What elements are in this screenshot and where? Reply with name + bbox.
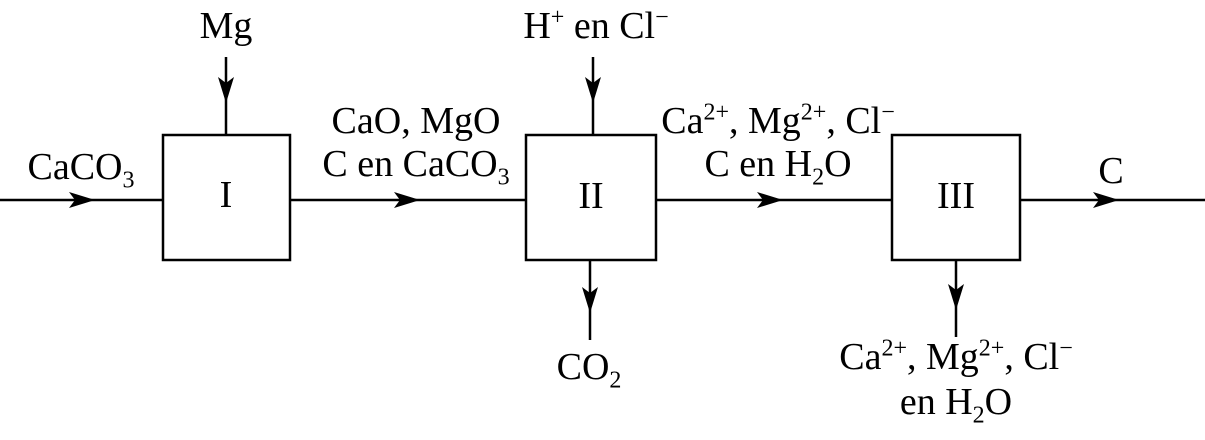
stage-box-iii [890, 133, 1022, 262]
stream-i-ii-label: CaO, MgO C en CaCO3 [322, 100, 510, 191]
brine-output-label-line2: en H2O [899, 381, 1013, 429]
feed-label: CaCO3 [27, 146, 135, 194]
stream-i-ii-label-line1: CaO, MgO [331, 100, 501, 142]
stage-box-i [161, 133, 292, 262]
co2-output-arrowhead [582, 287, 598, 313]
mg-input-label: Mg [199, 5, 253, 47]
stream-i-ii-label-line2: C en CaCO3 [322, 143, 510, 191]
brine-output-arrowhead [948, 284, 964, 310]
stream-ii-iii-label-line2: C en H2O [704, 143, 852, 191]
carbon-output-arrowhead [1093, 192, 1119, 208]
stage-label-iii: III [937, 175, 975, 217]
feed-arrowhead [69, 192, 95, 208]
carbon-output-label: C [1098, 150, 1124, 192]
brine-output-label-line1: Ca2+, Mg2+, Cl− [839, 335, 1073, 378]
stage-box-ii [524, 133, 658, 262]
brine-output-label: Ca2+, Mg2+, Cl− en H2O [839, 335, 1073, 429]
mg-input-arrowhead [218, 77, 234, 103]
stream-i-ii-arrowhead [394, 192, 420, 208]
stream-ii-iii-label-line1: Ca2+, Mg2+, Cl− [661, 99, 895, 142]
stream-ii-iii-label: Ca2+, Mg2+, Cl− C en H2O [661, 99, 895, 191]
stage-label-i: I [219, 174, 233, 216]
stream-ii-iii-arrowhead [757, 192, 783, 208]
acid-input-label: H+ en Cl− [523, 4, 669, 47]
co2-output-label: CO2 [556, 346, 622, 394]
stage-label-ii: II [578, 175, 604, 217]
acid-input-arrowhead [585, 77, 601, 103]
